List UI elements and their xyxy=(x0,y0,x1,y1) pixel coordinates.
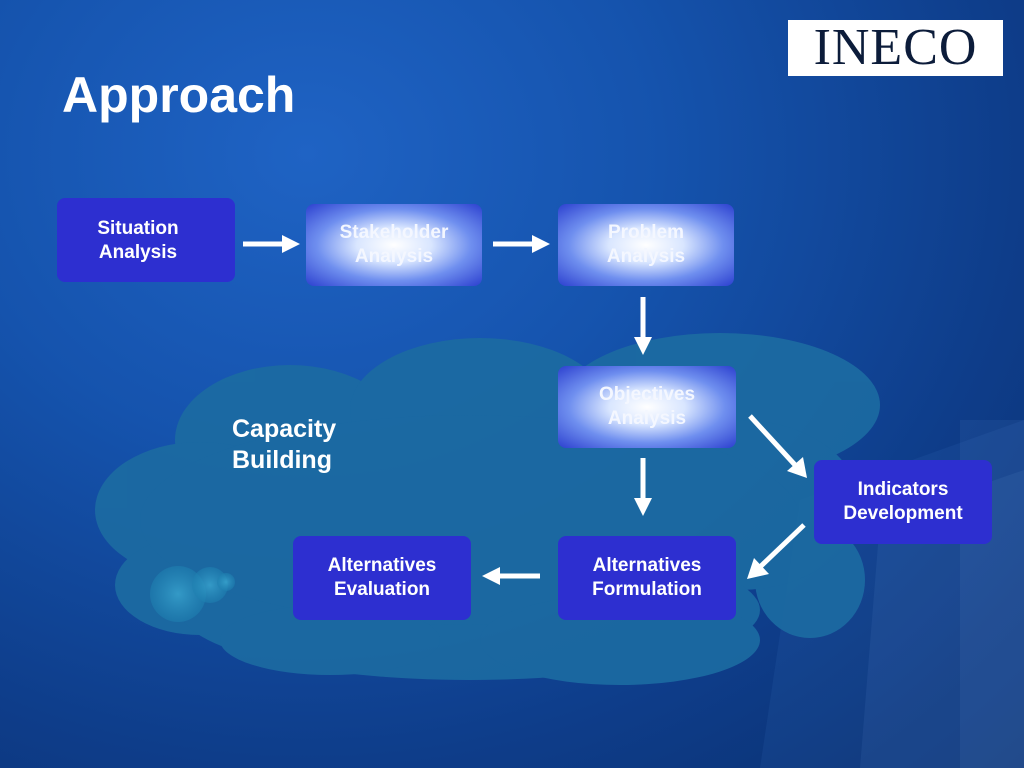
alternatives-evaluation-box: Alternatives Evaluation xyxy=(293,536,471,620)
bubbles-decoration xyxy=(150,566,235,622)
flow-arrows xyxy=(243,235,807,585)
arrow-objectives-to-indicators xyxy=(748,414,807,478)
objectives-analysis-box: Objectives Analysis xyxy=(558,366,736,448)
stakeholder-analysis-box: Stakeholder Analysis xyxy=(306,204,482,286)
ineco-logo: INECO xyxy=(788,20,1003,76)
arrow-objectives-to-formulation xyxy=(634,458,652,516)
arrow-problem-to-objectives xyxy=(634,297,652,355)
logo-text: INECO xyxy=(813,19,978,76)
capacity-building-label: Capacity Building xyxy=(232,415,337,474)
capacity-cloud xyxy=(95,333,880,685)
arrow-situation-to-stakeholder xyxy=(243,235,300,253)
arrow-stakeholder-to-problem xyxy=(493,235,550,253)
slide-title: Approach xyxy=(62,67,296,123)
arrow-indicators-to-formulation xyxy=(747,523,806,579)
alternatives-formulation-box: Alternatives Formulation xyxy=(558,536,736,620)
arrow-formulation-to-evaluation xyxy=(482,567,540,585)
problem-analysis-box: Problem Analysis xyxy=(558,204,734,286)
indicators-development-box: Indicators Development xyxy=(814,460,992,544)
situation-analysis-box: Situation Analysis xyxy=(57,198,235,282)
